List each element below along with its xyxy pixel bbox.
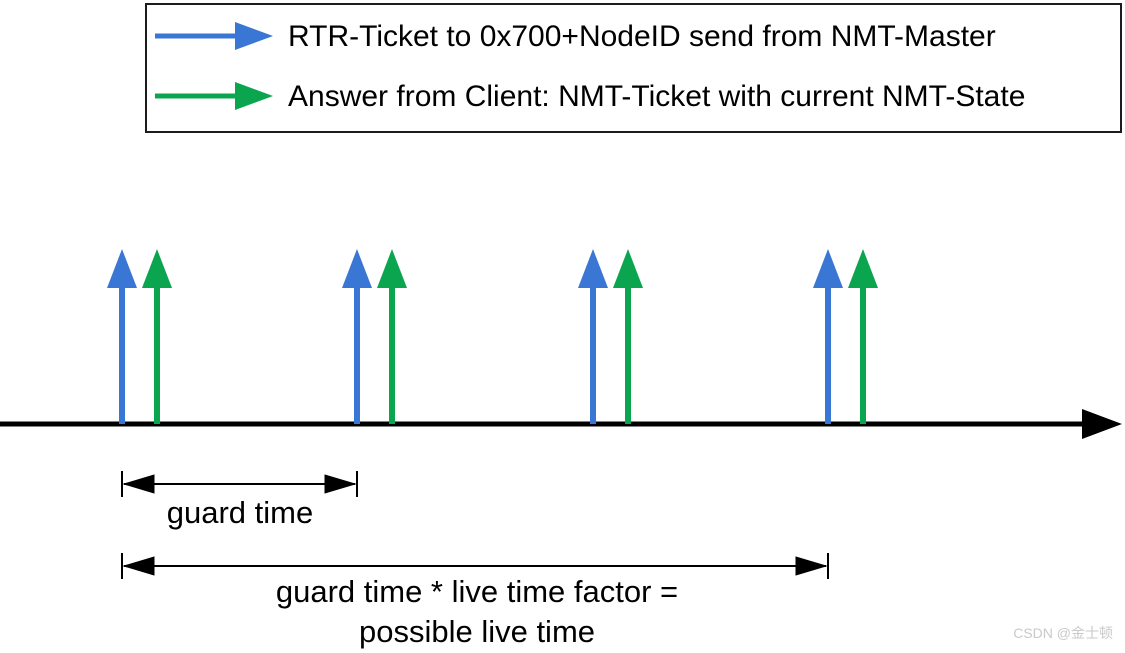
legend-box — [145, 3, 1122, 133]
master-request-arrow-3 — [578, 249, 608, 424]
client-answer-arrow-1 — [142, 249, 172, 424]
watermark: CSDN @金士顿 — [1013, 625, 1113, 641]
master-request-arrow-4 — [813, 249, 843, 424]
client-answer-arrow-icon — [155, 82, 273, 110]
legend-label-rtr-request: RTR-Ticket to 0x700+NodeID send from NMT… — [288, 20, 996, 53]
guard-time-label: guard time — [166, 495, 314, 530]
live-time-label-line1: guard time * live time factor = — [275, 574, 679, 609]
rtr-request-arrow-icon — [155, 22, 273, 50]
client-answer-arrow-3 — [613, 249, 643, 424]
time-axis — [0, 409, 1122, 439]
live-time-label-line2: possible live time — [358, 614, 596, 649]
live-time-label: guard time * live time factor = possible… — [217, 572, 737, 652]
legend-label-client-answer: Answer from Client: NMT-Ticket with curr… — [288, 80, 1026, 113]
guard-time-dimension — [121, 471, 358, 497]
live-time-dimension — [121, 553, 829, 579]
master-request-arrow-1 — [107, 249, 137, 424]
client-answer-arrow-2 — [377, 249, 407, 424]
client-answer-arrow-4 — [848, 249, 878, 424]
master-request-arrow-2 — [342, 249, 372, 424]
